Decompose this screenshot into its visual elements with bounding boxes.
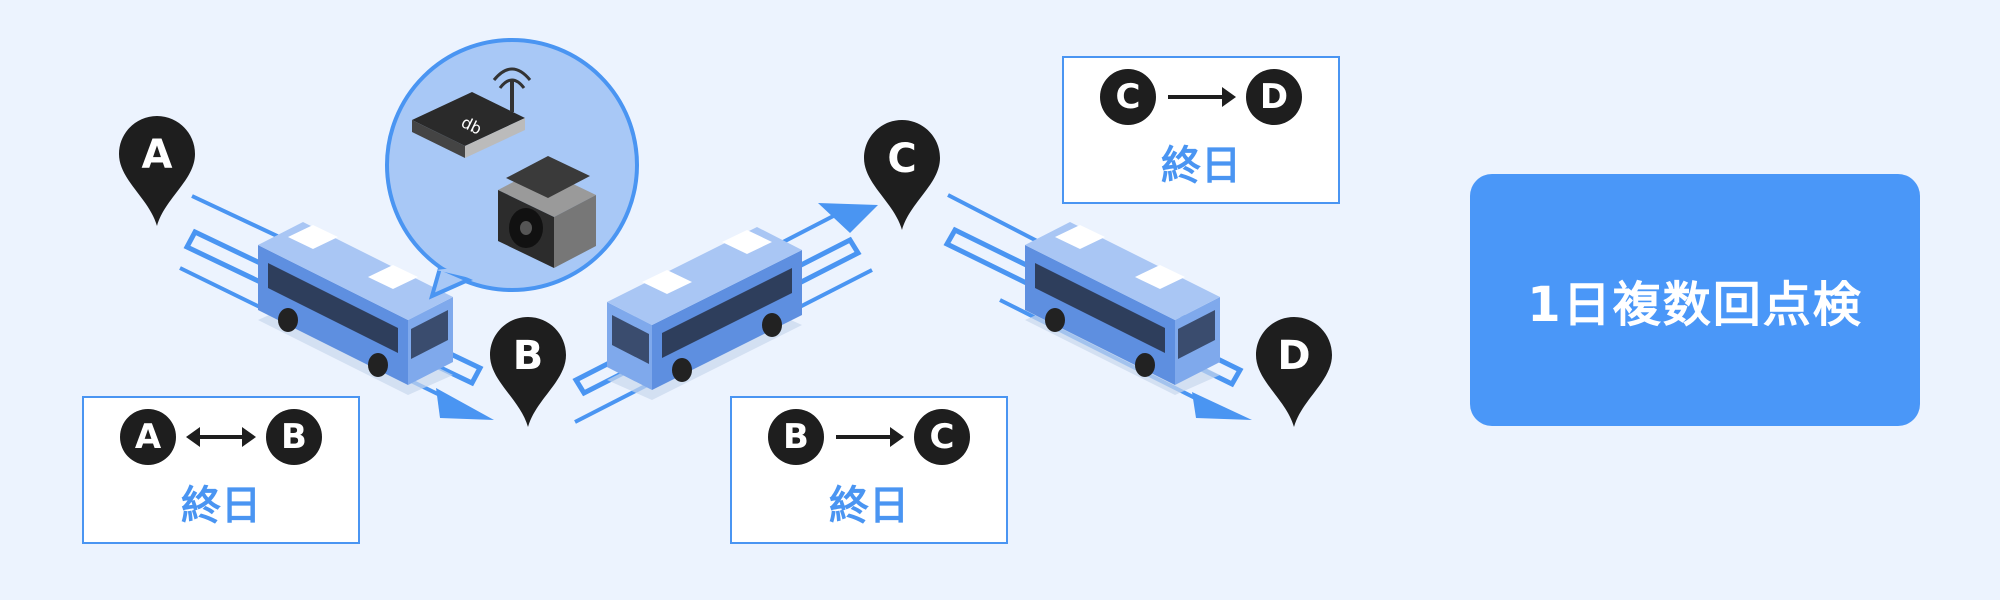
bus-icon bbox=[1025, 222, 1220, 395]
location-pin-icon: A bbox=[119, 116, 195, 226]
pin-label-b: B bbox=[513, 333, 544, 379]
location-pin-icon: D bbox=[1256, 317, 1332, 427]
arrow-head-b-c bbox=[818, 203, 878, 233]
location-pin-icon: C bbox=[864, 120, 940, 230]
route-box-b-c: B C 終日 bbox=[730, 396, 1008, 544]
pin-label-d: D bbox=[1277, 333, 1310, 379]
pin-label-a: A bbox=[142, 132, 173, 178]
route-start-marker: C bbox=[1100, 69, 1156, 125]
route-box-c-d: C D 終日 bbox=[1062, 56, 1340, 204]
route-end-marker: D bbox=[1246, 69, 1302, 125]
route-start-marker: B bbox=[768, 409, 824, 465]
summary-box: 1日複数回点検 bbox=[1470, 174, 1920, 426]
camera-icon bbox=[498, 156, 596, 268]
arrow-head-c-d bbox=[1192, 392, 1252, 420]
route-duration: 終日 bbox=[181, 483, 261, 529]
right-arrow-icon bbox=[1168, 87, 1236, 107]
route-row: C D bbox=[1100, 69, 1302, 125]
route-duration: 終日 bbox=[829, 483, 909, 529]
route-duration: 終日 bbox=[1161, 143, 1241, 189]
route-row: A B bbox=[120, 409, 322, 465]
route-box-a-b: A B 終日 bbox=[82, 396, 360, 544]
route-end-marker: C bbox=[914, 409, 970, 465]
bus-icon bbox=[607, 227, 802, 400]
route-row: B C bbox=[768, 409, 970, 465]
right-arrow-icon bbox=[836, 427, 904, 447]
device-bubble: db bbox=[385, 38, 639, 300]
pin-label-c: C bbox=[887, 136, 916, 182]
router-icon: db bbox=[412, 67, 532, 158]
route-end-marker: B bbox=[266, 409, 322, 465]
route-start-marker: A bbox=[120, 409, 176, 465]
double-arrow-icon bbox=[186, 427, 256, 447]
arrow-head-a-b bbox=[436, 388, 494, 420]
location-pin-icon: B bbox=[490, 317, 566, 427]
